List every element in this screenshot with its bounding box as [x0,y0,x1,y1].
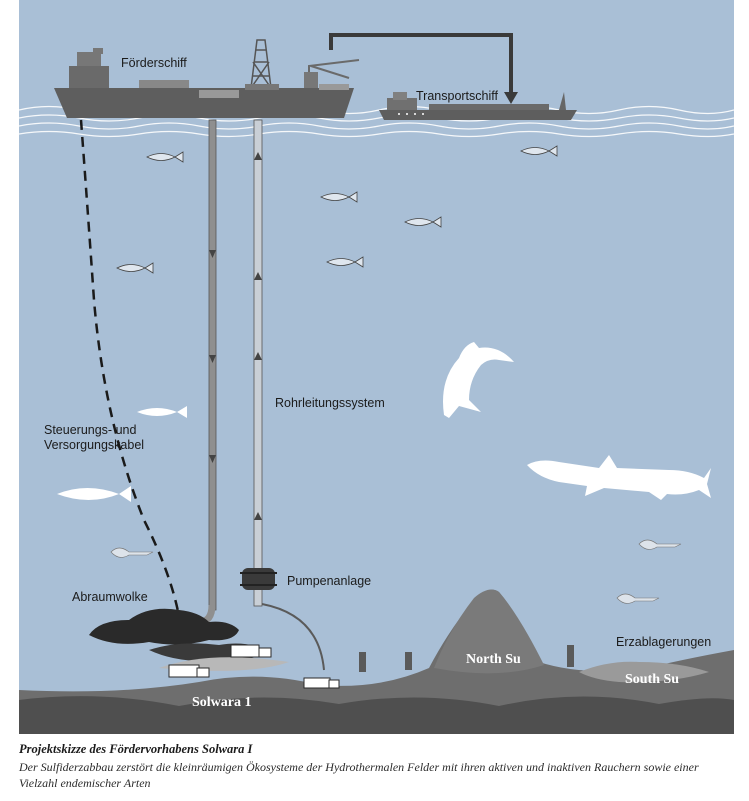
hydrothermal-chimneys [359,645,574,672]
label-production-ship: Förderschiff [121,56,187,70]
label-control-cable: Steuerungs- und Versorgungskabel [44,423,145,452]
transfer-arrow [329,33,518,104]
label-spoil-cloud: Abraumwolke [72,590,148,604]
transport-ship [379,92,577,120]
diagram-svg [18,0,735,734]
label-pump: Pumpenanlage [287,574,372,588]
silhouette-fish-group [57,406,187,502]
pump-unit [240,568,277,590]
diagram-scene: Förderschiff Transportschiff Steuerungs-… [18,0,735,734]
dolphin-silhouette [443,342,514,418]
water-background [19,0,734,734]
caption-title: Projektskizze des Fördervorhabens Solwar… [19,742,253,756]
shark-silhouette [527,455,711,500]
label-solwara: Solwara 1 [192,695,252,710]
label-north-su: North Su [466,652,521,667]
squid-group [110,539,682,604]
fish-group [116,145,558,274]
label-south-su: South Su [625,672,680,687]
pipe-system [187,119,325,671]
label-ore-deposits: Erzablagerungen [616,635,712,649]
caption-text: Der Sulfiderzabbau zerstört die kleinräu… [19,760,699,791]
seabed [19,589,734,734]
label-pipe-system: Rohrleitungssystem [275,396,385,410]
control-cable [79,119,184,641]
mining-machines [168,644,340,689]
label-transport-ship: Transportschiff [416,89,498,103]
production-ship [54,39,360,118]
